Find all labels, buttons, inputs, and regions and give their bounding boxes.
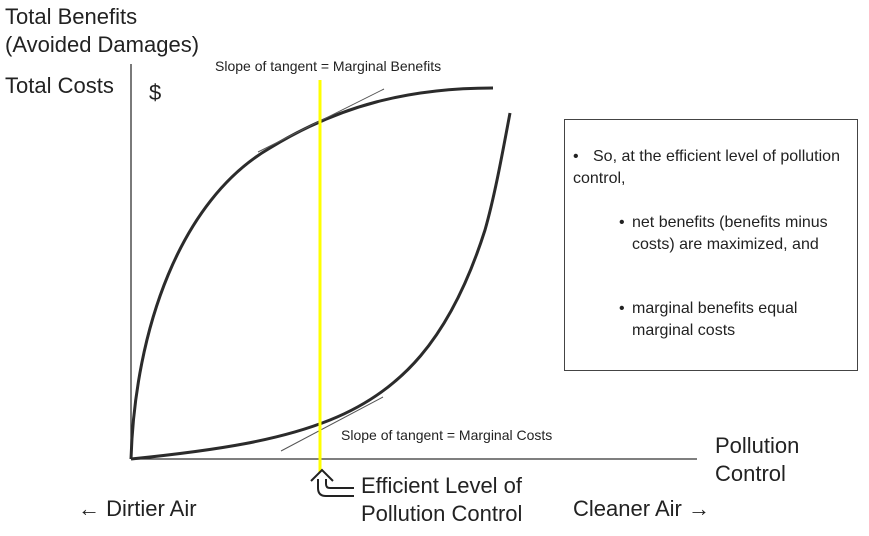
conclusion-intro: So, at the efficient level of pollution …: [573, 148, 840, 187]
conclusion-point: • net benefits (benefits minus costs) ar…: [619, 212, 839, 256]
total-benefits-label-line2: (Avoided Damages): [5, 32, 200, 57]
conclusion-point-text: net benefits (benefits minus costs) are …: [632, 214, 828, 253]
marginal-costs-label: Slope of tangent = Marginal Costs: [341, 427, 553, 443]
total-costs-curve: [130, 112, 512, 461]
efficient-level-label-line1: Efficient Level of: [361, 473, 523, 498]
dirtier-air-label: ← Dirtier Air: [78, 495, 197, 523]
conclusion-box: • So, at the efficient level of pollutio…: [564, 119, 858, 371]
x-axis-label-line2: Control: [715, 461, 786, 486]
efficient-level-label-line2: Pollution Control: [361, 501, 523, 526]
cleaner-air-text: Cleaner Air: [573, 496, 682, 521]
total-benefits-curve: [129, 86, 494, 460]
conclusion-point-text: marginal benefits equal marginal costs: [632, 300, 798, 339]
conclusion-point: • marginal benefits equal marginal costs: [619, 298, 839, 342]
bullet-icon: •: [619, 300, 625, 317]
dollar-label: $: [149, 80, 162, 105]
costs-tangent-line: [280, 396, 384, 452]
bullet-icon: •: [619, 214, 625, 231]
bullet-icon: •: [573, 148, 579, 165]
total-benefits-label-line1: Total Benefits: [5, 4, 138, 29]
total-costs-label: Total Costs: [5, 73, 114, 98]
marginal-benefits-label: Slope of tangent = Marginal Benefits: [215, 58, 442, 74]
x-axis-label-line1: Pollution: [715, 433, 800, 458]
dirtier-air-text: Dirtier Air: [106, 496, 197, 521]
right-arrow-icon: →: [687, 496, 710, 521]
left-arrow-icon: ←: [78, 496, 100, 521]
curved-arrow-icon: [310, 468, 354, 497]
cleaner-air-label: Cleaner Air →: [573, 495, 710, 523]
